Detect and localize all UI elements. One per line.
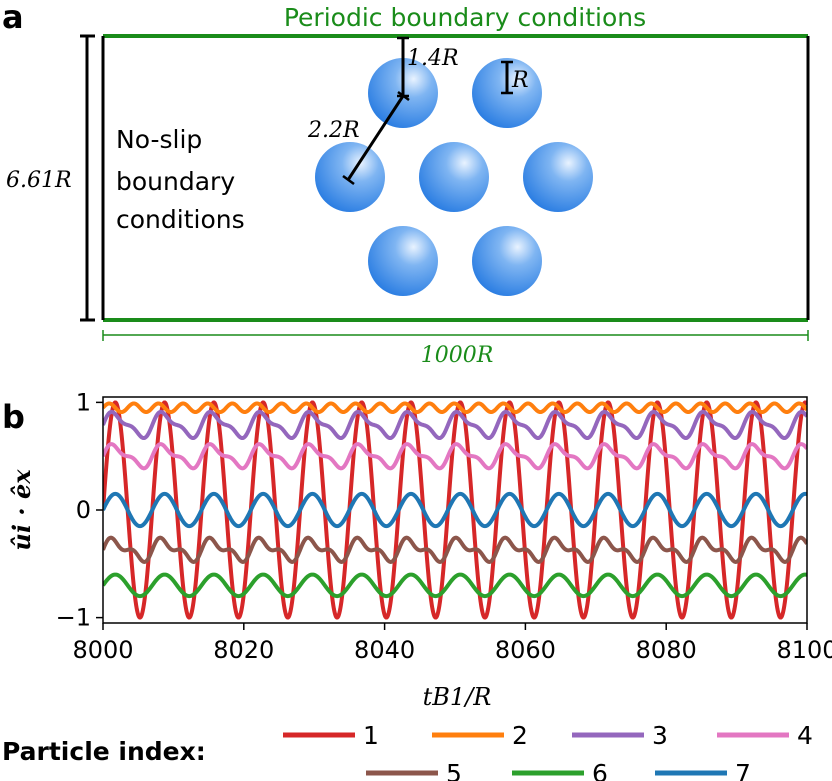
x-tick-label: 8060 xyxy=(495,636,556,664)
y-tick-label: 0 xyxy=(76,496,91,524)
series-line-3 xyxy=(103,409,807,441)
legend-items: 1 2 3 4 5 6 7 xyxy=(283,721,813,781)
x-tick-label: 8040 xyxy=(354,636,415,664)
legend-label-6: 6 xyxy=(592,759,608,781)
legend-label-7: 7 xyxy=(735,759,751,781)
y-tick-label: −1 xyxy=(56,604,91,632)
x-axis-label: tB1/R xyxy=(423,683,492,711)
panel-a-label: a xyxy=(2,0,24,36)
particle-cluster xyxy=(315,58,593,296)
legend-label-5: 5 xyxy=(446,759,462,781)
series-layer xyxy=(103,400,807,620)
x-tick-label: 8100 xyxy=(776,636,832,664)
x-tick-label: 8080 xyxy=(636,636,697,664)
y-tick-label: 1 xyxy=(76,388,91,416)
side-boundary-label-3: conditions xyxy=(116,205,245,234)
ticks-layer: 8000 8020 8040 8060 8080 8100 1 0 −1 xyxy=(56,388,832,664)
series-line-1 xyxy=(103,400,807,620)
spacing-label: 2.2R xyxy=(307,118,360,143)
panel-b-label: b xyxy=(2,398,25,436)
spacing-marker xyxy=(342,90,410,186)
legend-label-3: 3 xyxy=(652,721,668,750)
height-label: 6.61R xyxy=(6,168,72,193)
top-boundary-label: Periodic boundary conditions xyxy=(284,3,646,32)
particle-sphere xyxy=(419,142,489,212)
y-axis-label: ûi · êx xyxy=(7,469,36,551)
series-line-2 xyxy=(103,401,807,415)
legend: Particle index: 1 2 3 4 5 6 7 xyxy=(2,721,813,781)
radius-marker xyxy=(501,60,513,95)
legend-title: Particle index: xyxy=(2,737,206,766)
legend-label-1: 1 xyxy=(363,721,379,750)
particle-sphere xyxy=(472,226,542,296)
length-bracket xyxy=(102,330,809,341)
legend-label-4: 4 xyxy=(797,721,813,750)
series-line-7 xyxy=(103,491,807,529)
panel-b: b 8000 8020 8040 8060 8080 8100 1 0 −1 tB1/R ûi … xyxy=(2,388,832,781)
panel-a: a Periodic boundary conditions 6.61R 100… xyxy=(2,0,810,368)
x-tick-label: 8020 xyxy=(213,636,274,664)
length-label: 1000R xyxy=(421,343,494,368)
radius-label: R xyxy=(511,68,529,93)
x-tick-label: 8000 xyxy=(72,636,133,664)
series-line-6 xyxy=(103,572,807,599)
side-boundary-label-2: boundary xyxy=(116,167,235,196)
side-boundary-label-1: No-slip xyxy=(116,125,202,154)
series-line-4 xyxy=(103,442,807,471)
legend-label-2: 2 xyxy=(512,721,528,750)
particle-sphere xyxy=(523,142,593,212)
gap-label: 1.4R xyxy=(407,46,459,71)
series-line-5 xyxy=(103,535,807,564)
height-bracket xyxy=(80,34,95,322)
particle-sphere xyxy=(368,226,438,296)
